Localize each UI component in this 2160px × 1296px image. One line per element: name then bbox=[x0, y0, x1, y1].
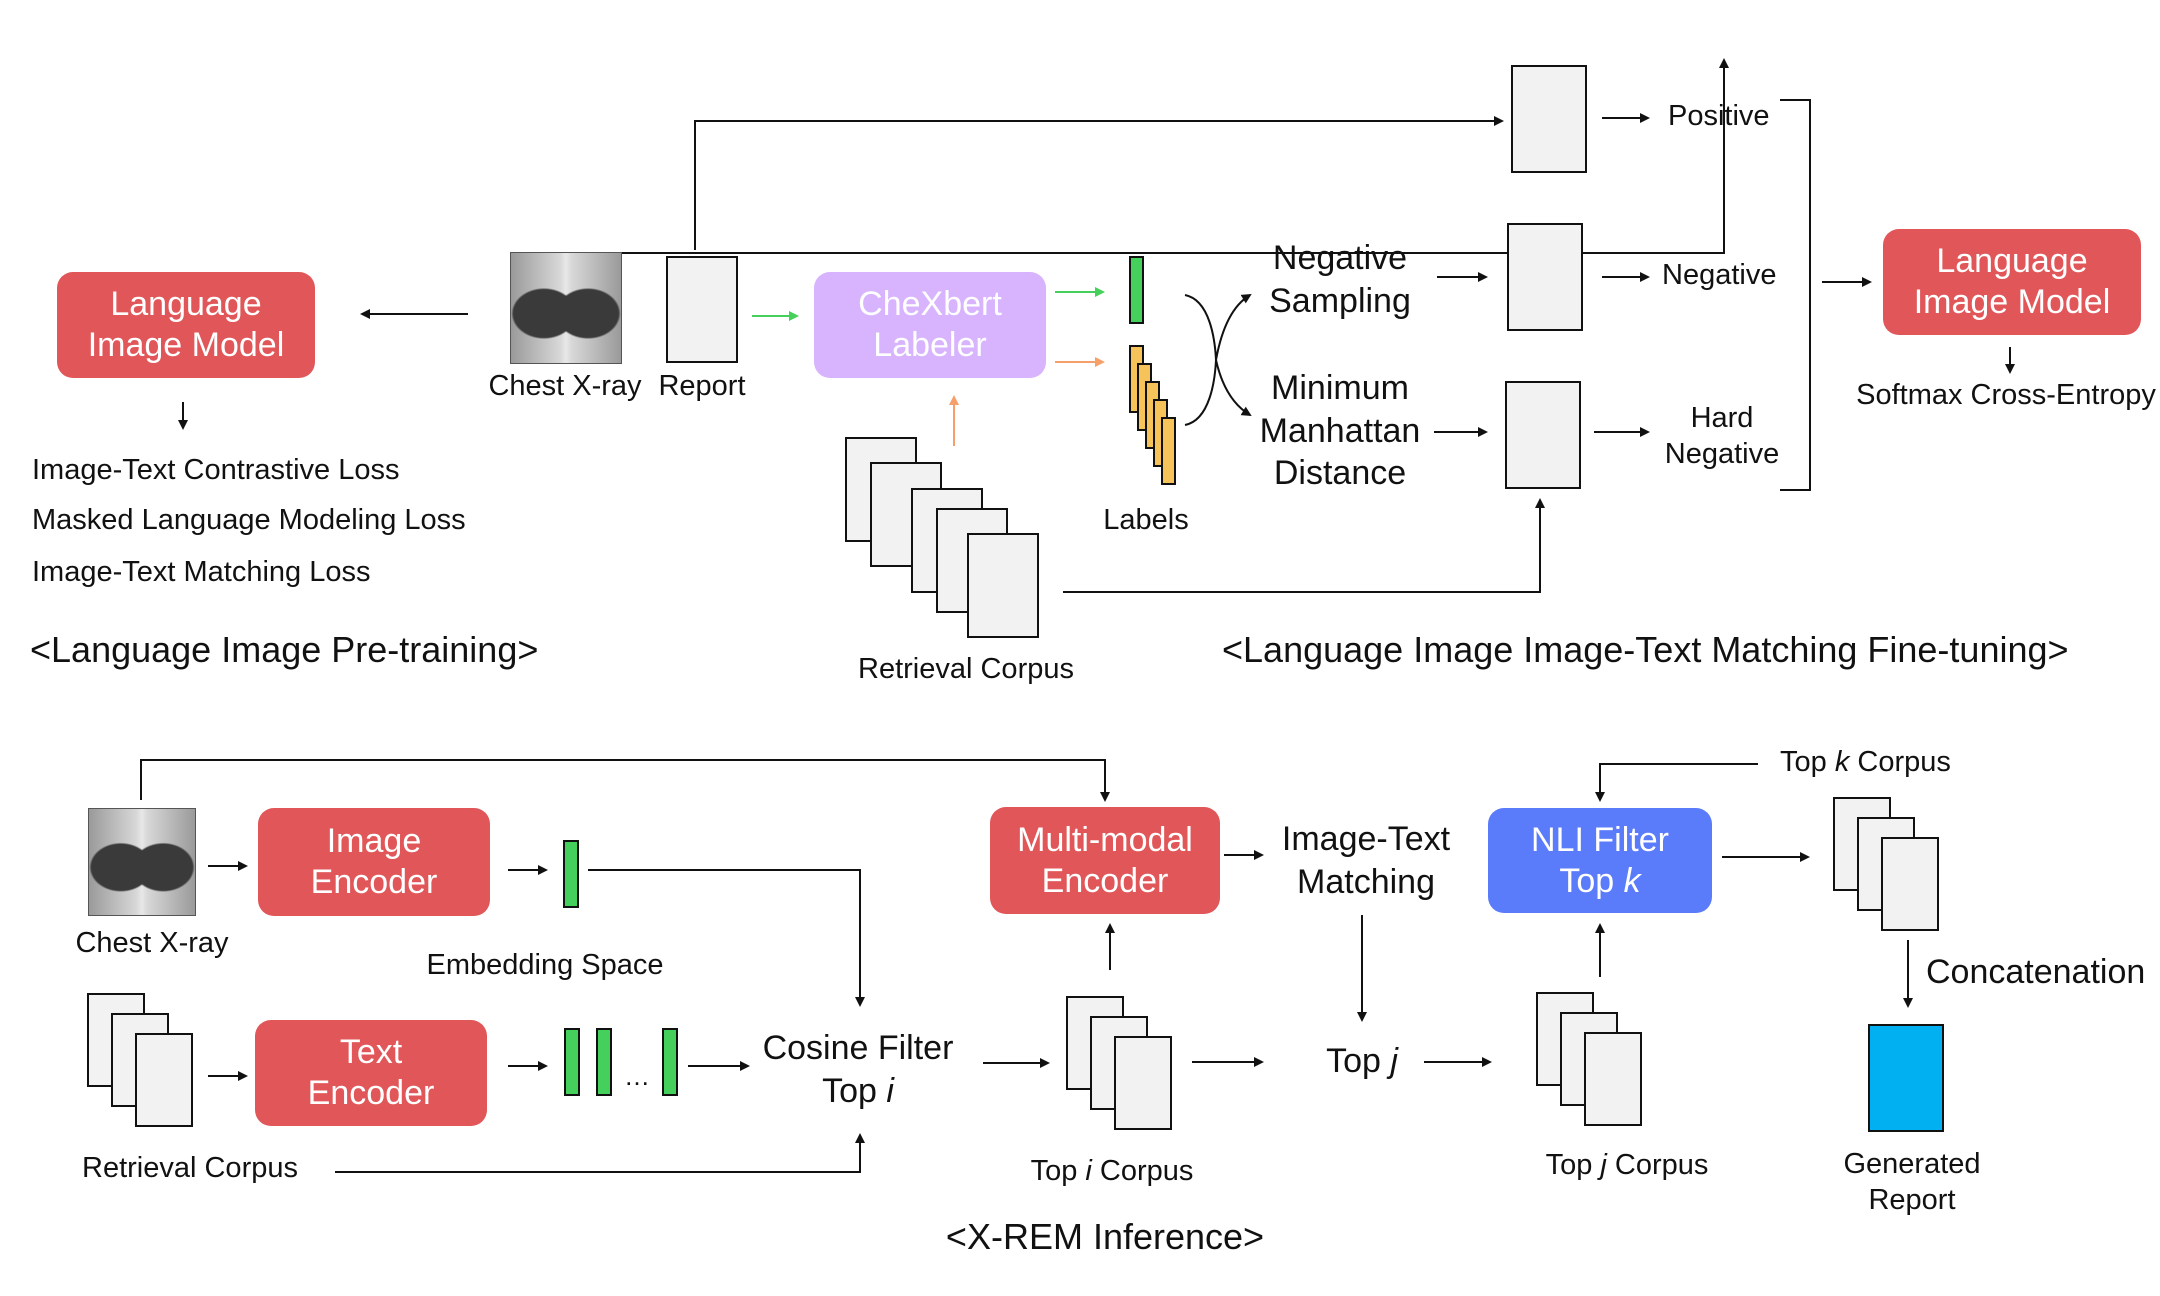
text-encoder: Text Encoder bbox=[255, 1020, 487, 1126]
cosine-filter-label: Cosine Filter Top i bbox=[762, 1029, 954, 1110]
xray-to-top-doc-line bbox=[568, 58, 1729, 254]
generated-report-label: Generated Report bbox=[1843, 1148, 1981, 1217]
pretraining-section-title: <Language Image Pre-training> bbox=[30, 629, 539, 670]
chest-xray-image bbox=[510, 252, 622, 364]
top-k-corpus-label: Top k Corpus bbox=[1780, 746, 1951, 778]
positive-doc bbox=[1511, 65, 1587, 173]
inference-corpus-doc-3 bbox=[135, 1033, 193, 1127]
inference-chest-xray-image bbox=[88, 808, 196, 916]
finetuning-section-title: <Language Image Image-Text Matching Fine… bbox=[1222, 629, 2069, 670]
xray-to-multimodal-line bbox=[140, 759, 1110, 802]
top-i-corpus-label: Top i Corpus bbox=[1030, 1155, 1194, 1187]
text-embedding-vector-n bbox=[662, 1028, 678, 1096]
inference-section-title: <X-REM Inference> bbox=[945, 1216, 1265, 1257]
multimodal-encoder: Multi-modal Encoder bbox=[990, 807, 1220, 914]
negative-doc bbox=[1507, 223, 1583, 331]
negative-sampling-label: Negative Sampling bbox=[1269, 239, 1411, 320]
loss-itm: Image-Text Matching Loss bbox=[32, 556, 371, 588]
corpus-doc-5 bbox=[967, 533, 1039, 638]
bracket-line bbox=[1780, 99, 1811, 491]
positive-label: Positive bbox=[1668, 100, 1770, 132]
hard-negative-doc bbox=[1505, 381, 1581, 489]
corpus-to-hard-negative-line bbox=[1063, 498, 1545, 593]
generated-report-document bbox=[1868, 1024, 1944, 1132]
inference-retrieval-corpus-label: Retrieval Corpus bbox=[82, 1152, 298, 1184]
image-encoder: Image Encoder bbox=[258, 808, 490, 916]
loss-itc: Image-Text Contrastive Loss bbox=[32, 454, 400, 486]
report-to-positive-doc-line bbox=[694, 116, 1504, 250]
report-label: Report bbox=[658, 370, 746, 402]
negative-label: Negative bbox=[1662, 259, 1777, 291]
embedding-space-label: Embedding Space bbox=[426, 949, 664, 981]
nli-filter: NLI Filter Top k bbox=[1488, 808, 1712, 913]
top-j-label: Top j bbox=[1326, 1042, 1398, 1080]
chexbert-labeler: CheXbert Labeler bbox=[814, 272, 1046, 378]
softmax-cross-entropy-label: Softmax Cross-Entropy bbox=[1856, 379, 2156, 411]
concatenation-label: Concatenation bbox=[1926, 953, 2146, 991]
loss-mlm: Masked Language Modeling Loss bbox=[32, 504, 466, 536]
label-vector-5 bbox=[1161, 417, 1176, 485]
report-document-icon bbox=[666, 256, 738, 363]
retrieval-corpus-label: Retrieval Corpus bbox=[858, 653, 1074, 685]
image-text-matching-label: Image-Text Matching bbox=[1281, 820, 1451, 901]
top-k-corpus-doc-3 bbox=[1881, 837, 1939, 931]
top-j-corpus-label: Top j Corpus bbox=[1545, 1149, 1709, 1181]
text-embedding-vector-1 bbox=[564, 1028, 580, 1096]
pretrain-language-image-model: Language Image Model bbox=[57, 272, 315, 378]
inference-chest-xray-label: Chest X-ray bbox=[75, 927, 229, 959]
top-i-corpus-doc-3 bbox=[1114, 1036, 1172, 1130]
top-j-corpus-doc-3 bbox=[1584, 1032, 1642, 1126]
labels-label: Labels bbox=[1103, 504, 1189, 536]
text-embedding-vector-2 bbox=[596, 1028, 612, 1096]
finetune-language-image-model: Language Image Model bbox=[1883, 229, 2141, 335]
embedding-ellipsis: … bbox=[624, 1061, 650, 1091]
hard-negative-label: Hard Negative bbox=[1664, 402, 1780, 471]
labels-brace bbox=[1184, 294, 1218, 426]
positive-label-vector bbox=[1129, 256, 1144, 324]
chest-xray-label: Chest X-ray bbox=[488, 370, 642, 402]
image-embedding-vector bbox=[563, 840, 579, 908]
minimum-manhattan-label: Minimum Manhattan Distance bbox=[1259, 369, 1421, 492]
